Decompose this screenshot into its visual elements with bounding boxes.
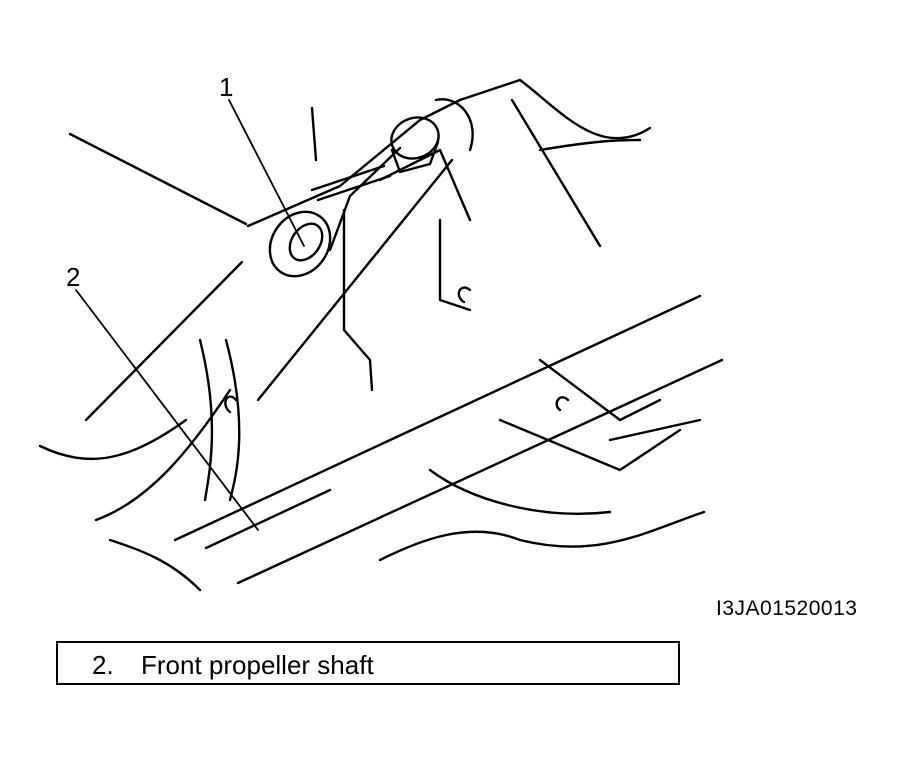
legend-number: 2. [92,650,114,680]
callout-1: 1 [219,72,234,102]
leader-line-1 [228,99,305,247]
hose-clamp [268,164,392,278]
breather-cap [390,116,440,174]
legend-box: 2. Front propeller shaft [56,641,680,685]
transfer-housing [38,78,652,522]
figure-code: I3JA01520013 [716,597,858,620]
lower-housing [108,286,706,592]
leader-line-2 [75,289,259,531]
propeller-shaft-illustration [38,78,724,592]
legend-label: Front propeller shaft [141,650,374,680]
front-propeller-shaft [173,294,724,585]
callout-2: 2 [66,262,81,292]
